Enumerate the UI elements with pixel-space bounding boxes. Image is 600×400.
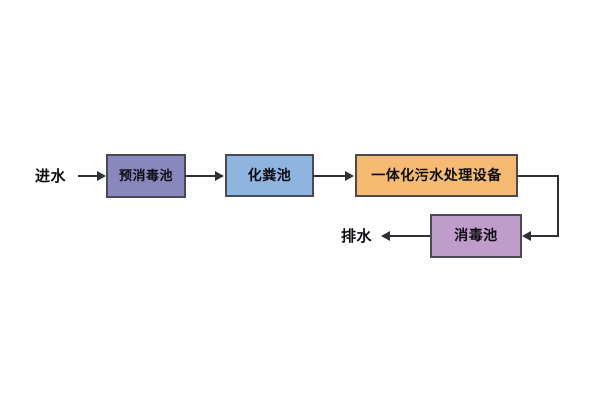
node-septic-tank[interactable]: 化粪池 [225,154,314,197]
connector-integrated-right-segment [518,175,559,177]
arrow-left-icon [381,231,390,241]
connector-influent-to-pre-disinfect [78,175,98,177]
connector-disinfect-to-effluent [390,235,430,237]
node-integrated-sewage-treatment-equipment[interactable]: 一体化污水处理设备 [355,154,518,197]
influent-label: 进水 [35,167,67,185]
connector-septic-to-integrated [314,175,346,177]
arrow-right-icon [215,171,224,181]
connector-integrated-to-disinfect-segment [531,235,559,237]
arrow-left-icon [522,231,531,241]
node-disinfection-tank[interactable]: 消毒池 [430,214,522,258]
arrow-right-icon [345,171,354,181]
arrow-right-icon [97,171,106,181]
node-pre-disinfection-tank[interactable]: 预消毒池 [106,154,186,198]
connector-integrated-down-segment [557,175,559,237]
effluent-label: 排水 [341,227,373,245]
connector-pre-disinfect-to-septic [186,175,216,177]
